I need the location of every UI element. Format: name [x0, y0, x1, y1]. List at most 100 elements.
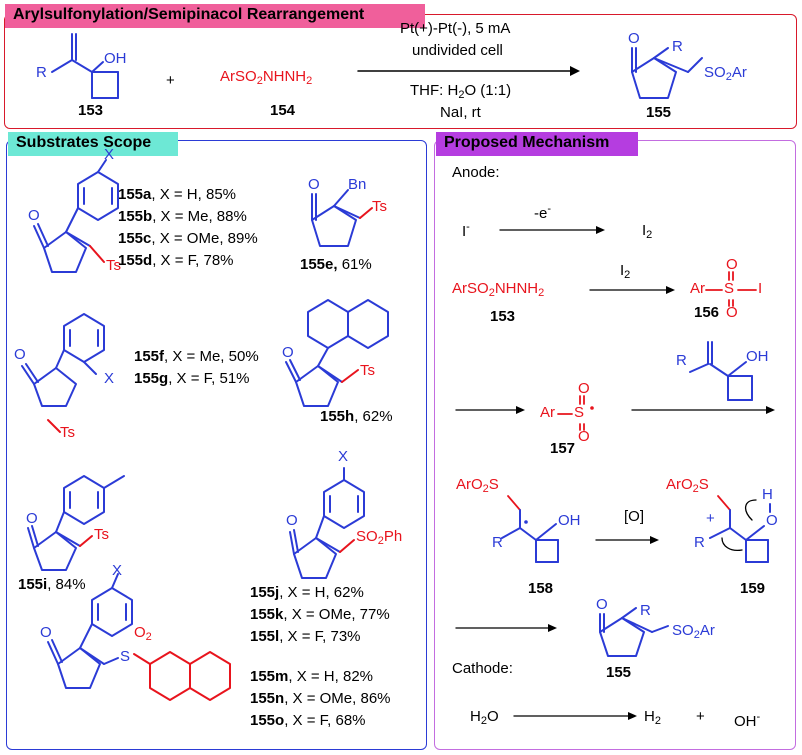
entry-155j: 155j, X = H, 62% — [250, 584, 364, 601]
s155-id: 155 — [606, 664, 632, 681]
x-label-m: X — [112, 562, 123, 579]
s156-s: S — [724, 280, 735, 297]
condition-3: THF: H2O (1:1) — [410, 82, 512, 101]
o-label-a: O — [28, 207, 40, 224]
s158-id: 158 — [528, 580, 554, 597]
entry-155h: 155h, 62% — [320, 408, 393, 425]
o-label-e: O — [308, 176, 320, 193]
s159-o: O — [766, 512, 778, 529]
cathode-h2o: H2O — [470, 708, 499, 727]
entry-155a: 155a, X = H, 85% — [118, 186, 236, 203]
product-o-label: O — [628, 30, 640, 47]
entry-155o: 155o, X = F, 68% — [250, 712, 366, 729]
step1-arrow-label: -e- — [534, 203, 552, 222]
x-label-a: X — [104, 146, 115, 163]
s156-i: I — [758, 280, 763, 297]
condition-2: undivided cell — [412, 42, 503, 59]
s156-id: 156 — [694, 304, 720, 321]
o-label-i: O — [26, 510, 38, 527]
step2-reagent-id: 153 — [490, 308, 516, 325]
ts-label-h: Ts — [360, 362, 375, 379]
condition-1: Pt(+)-Pt(-), 5 mA — [400, 20, 511, 37]
entry-155i: 155i, 84% — [18, 576, 86, 593]
s157-s: S — [574, 404, 585, 421]
s159-h: H — [762, 486, 773, 503]
x-label-j: X — [338, 448, 349, 465]
s157-ar: Ar — [540, 404, 555, 421]
product-r-label: R — [672, 38, 683, 55]
scope-title: Substrates Scope — [8, 132, 178, 156]
o-label-m: O — [40, 624, 52, 641]
reactant-oh-label: OH — [104, 50, 127, 67]
ts-label-a: Ts — [106, 257, 121, 274]
so2ph-label: SO2Ph — [356, 528, 403, 547]
cathode-label: Cathode: — [452, 660, 513, 677]
s157-id: 157 — [550, 440, 576, 457]
s156-o-bottom: O — [726, 304, 738, 321]
mechanism-title: Proposed Mechanism — [436, 132, 638, 156]
s159-id: 159 — [740, 580, 766, 597]
x-label-f: X — [104, 370, 115, 387]
reactant-r-label: R — [36, 64, 47, 81]
s158-aro2s: ArO2S — [456, 476, 499, 495]
header-title: Arylsulfonylation/Semipinacol Rearrangem… — [5, 4, 425, 28]
entry-155b: 155b, X = Me, 88% — [118, 208, 247, 225]
s157-o-top: O — [578, 380, 590, 397]
step3-oh-label: OH — [746, 348, 769, 365]
entry-155n: 155n, X = OMe, 86% — [250, 690, 391, 707]
o-label-h: O — [282, 344, 294, 361]
reagent-154: ArSO2NHNH2 — [220, 68, 313, 87]
s155-r: R — [640, 602, 651, 619]
scope-panel — [6, 140, 427, 750]
anode-label: Anode: — [452, 164, 500, 181]
reactant-153-id: 153 — [78, 102, 104, 119]
s159-r: R — [694, 534, 705, 551]
step3-r-label: R — [676, 352, 687, 369]
iodide: I- — [462, 221, 470, 240]
cathode-oh: OH- — [734, 711, 761, 730]
step2-arrow-label: I2 — [620, 262, 631, 281]
s159-aro2s: ArO2S — [666, 476, 709, 495]
s159-plus: + — [706, 510, 715, 527]
entry-155g: 155g, X = F, 51% — [134, 370, 250, 387]
o-label-f: O — [14, 346, 26, 363]
entry-155d: 155d, X = F, 78% — [118, 252, 234, 269]
s157-o-bottom: O — [578, 428, 590, 445]
iodine-product: I2 — [642, 222, 653, 241]
entry-155l: 155l, X = F, 73% — [250, 628, 361, 645]
entry-155m: 155m, X = H, 82% — [250, 668, 373, 685]
step4-arrow-label: [O] — [624, 508, 645, 525]
ts-label-i: Ts — [94, 526, 109, 543]
ts-label-e: Ts — [372, 198, 387, 215]
entry-155c: 155c, X = OMe, 89% — [118, 230, 258, 247]
s158-oh: OH — [558, 512, 581, 529]
cathode-plus: + — [696, 708, 705, 725]
entry-155f: 155f, X = Me, 50% — [134, 348, 259, 365]
product-so2ar-label: SO2Ar — [704, 64, 747, 83]
s155-so2ar: SO2Ar — [672, 622, 715, 641]
ts-label-f: Ts — [60, 424, 75, 441]
plus-sign: + — [166, 72, 175, 89]
entry-155e: 155e, 61% — [300, 256, 372, 273]
step2-reagent: ArSO2NHNH2 — [452, 280, 545, 299]
s158-r: R — [492, 534, 503, 551]
s-label-m: S — [120, 648, 131, 665]
entry-155k: 155k, X = OMe, 77% — [250, 606, 390, 623]
product-155-id: 155 — [646, 104, 672, 121]
bn-label-e: Bn — [348, 176, 367, 193]
s155-o: O — [596, 596, 608, 613]
cathode-h2: H2 — [644, 708, 661, 727]
reagent-154-id: 154 — [270, 102, 296, 119]
o-label-j: O — [286, 512, 298, 529]
